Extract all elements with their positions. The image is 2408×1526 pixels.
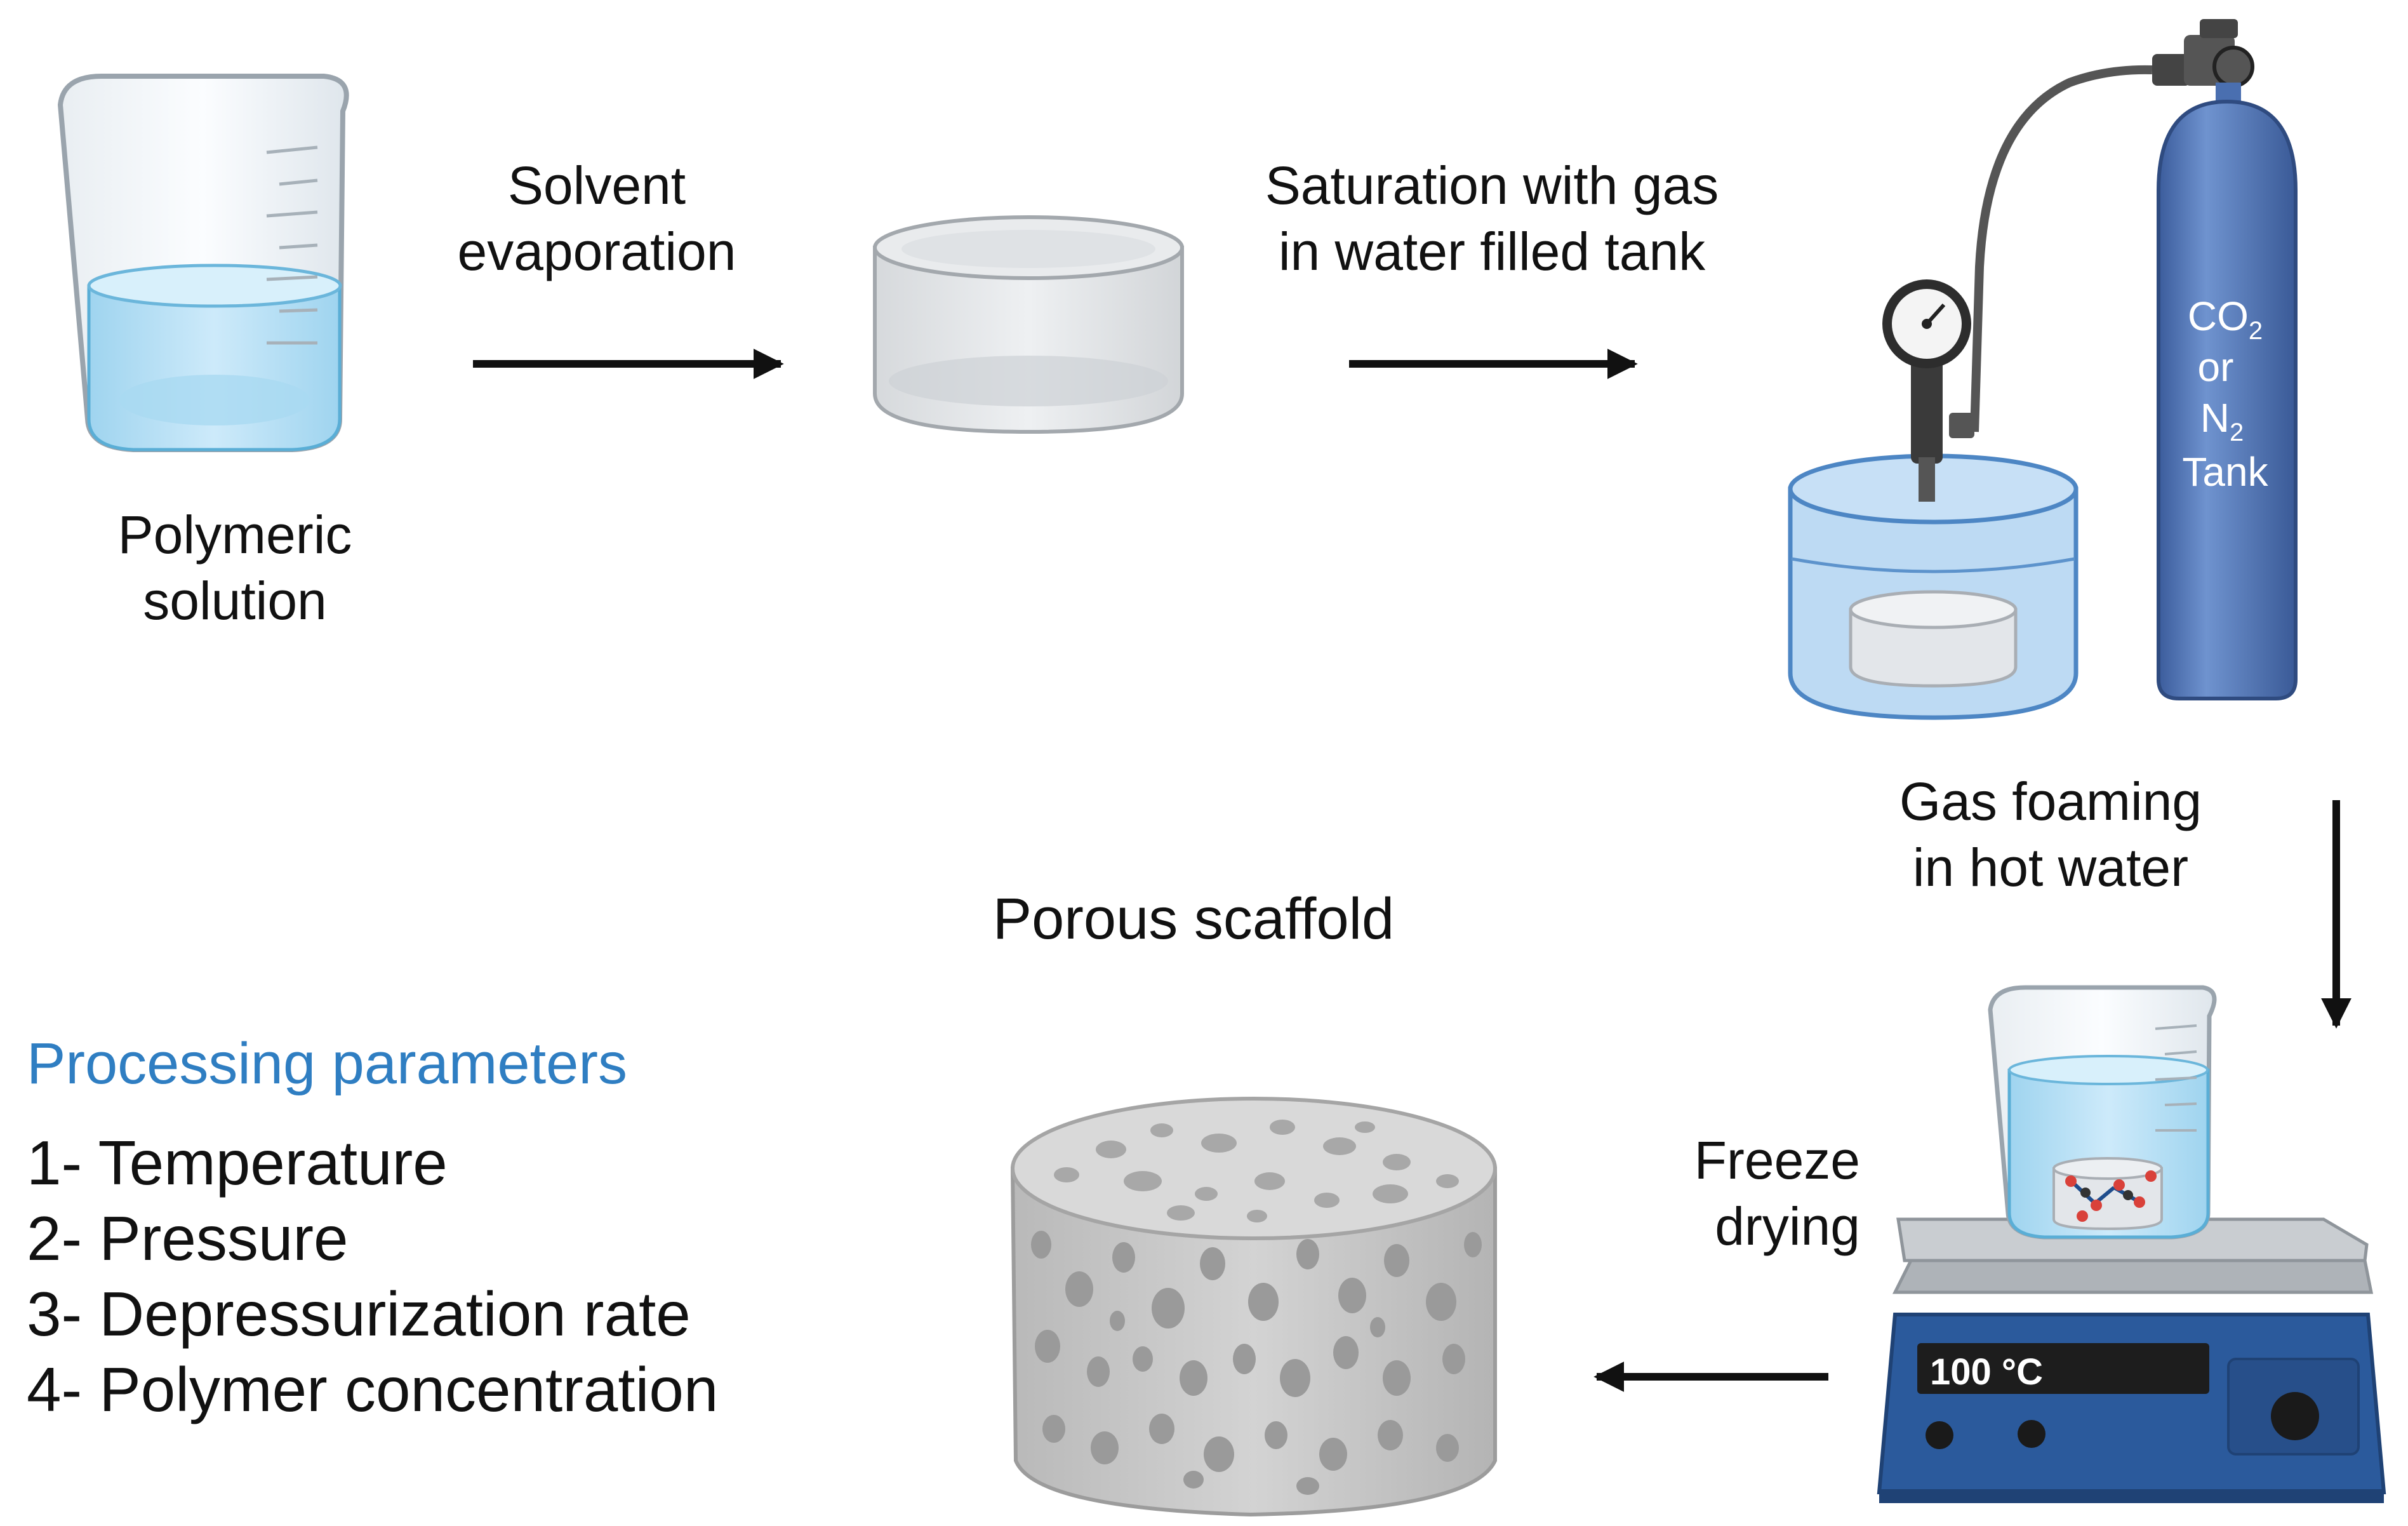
svg-text:N2: N2 xyxy=(2200,395,2244,446)
water-tank-icon xyxy=(1788,453,2079,720)
pressure-gauge-icon xyxy=(1882,279,1974,502)
tank-label: CO2 or N2 Tank xyxy=(2182,293,2268,495)
label-porous-scaffold: Porous scaffold xyxy=(940,886,1447,952)
label-freeze-drying: Freeze drying xyxy=(1606,1127,1860,1259)
label-freeze-drying-line2: drying xyxy=(1715,1196,1860,1256)
hotplate-icon: 100 °C xyxy=(1877,1217,2386,1503)
polymer-film-icon xyxy=(873,215,1184,434)
label-freeze-drying-line1: Freeze xyxy=(1694,1130,1860,1190)
svg-text:or: or xyxy=(2198,344,2234,390)
label-polymeric-solution-line2: solution xyxy=(143,571,327,631)
svg-text:CO2: CO2 xyxy=(2188,293,2263,345)
label-saturation-line2: in water filled tank xyxy=(1278,222,1706,281)
label-polymeric-solution: Polymeric solution xyxy=(95,502,375,634)
label-solvent-evaporation: Solvent evaporation xyxy=(432,152,762,284)
label-gas-foaming-line2: in hot water xyxy=(1912,838,2189,897)
gas-cylinder-icon xyxy=(2152,19,2298,700)
label-solvent-evaporation-line1: Solvent xyxy=(507,156,686,215)
label-saturation-line1: Saturation with gas xyxy=(1265,156,1719,215)
beaker-icon xyxy=(57,74,349,452)
porous-scaffold-icon xyxy=(1010,1097,1497,1517)
parameter-item: 1- Temperature xyxy=(27,1128,448,1198)
svg-text:Tank: Tank xyxy=(2182,449,2268,495)
hot-water-beaker-icon xyxy=(1988,985,2217,1240)
label-polymeric-solution-line1: Polymeric xyxy=(117,505,352,565)
parameter-item: 2- Pressure xyxy=(27,1203,349,1273)
gas-hose xyxy=(1970,65,2153,432)
label-porous-scaffold-text: Porous scaffold xyxy=(992,887,1395,951)
label-gas-foaming: Gas foaming in hot water xyxy=(1860,768,2241,900)
hotplate-display: 100 °C xyxy=(1930,1351,2043,1393)
processing-parameters-title: Processing parameters xyxy=(27,1031,627,1096)
parameter-item: 3- Depressurization rate xyxy=(27,1279,691,1349)
label-solvent-evaporation-line2: evaporation xyxy=(457,222,736,281)
label-gas-foaming-line1: Gas foaming xyxy=(1899,772,2202,831)
parameter-item: 4- Polymer concentration xyxy=(27,1355,719,1424)
processing-parameters: Processing parameters 1- Temperature 2- … xyxy=(27,1029,718,1428)
label-saturation: Saturation with gas in water filled tank xyxy=(1225,152,1759,284)
